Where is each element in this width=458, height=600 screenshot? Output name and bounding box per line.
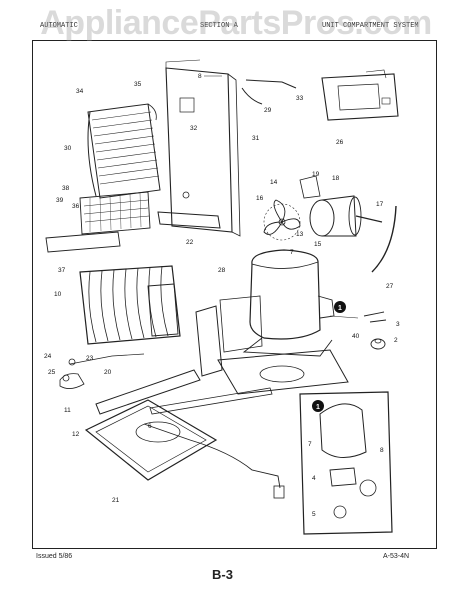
callout-37: 37 — [58, 267, 66, 274]
callout-17: 17 — [376, 201, 384, 208]
callout-18: 18 — [332, 175, 340, 182]
document-code: A-53-4N — [383, 553, 410, 560]
callout-13: 13 — [296, 231, 304, 238]
compressor-base — [217, 349, 349, 395]
callout-39: 39 — [56, 197, 64, 204]
callout-35: 35 — [134, 81, 142, 88]
inset-leader — [329, 315, 359, 319]
relay-inset — [299, 391, 393, 535]
callout-22: 22 — [186, 239, 194, 246]
rear-rail — [149, 387, 273, 415]
callout-4: 4 — [312, 475, 316, 482]
header-center: SECTION A — [200, 22, 238, 30]
fan-blade — [263, 199, 301, 241]
refrigerant-tube — [241, 79, 297, 105]
callout-7b: 7 — [308, 441, 312, 448]
lower-coil — [79, 191, 151, 235]
callout-29: 29 — [264, 107, 272, 114]
small-hardware — [59, 353, 145, 389]
plug — [273, 485, 285, 499]
callout-40: 40 — [352, 333, 360, 340]
svg-text:1: 1 — [338, 305, 342, 312]
callout-30: 30 — [64, 145, 72, 152]
control-box — [321, 69, 399, 121]
condenser-coil — [87, 103, 161, 199]
side-bracket — [195, 305, 223, 377]
callout-38: 38 — [62, 185, 70, 192]
callout-7: 7 — [290, 249, 294, 256]
fan-motor — [299, 175, 383, 237]
callout-5: 5 — [312, 511, 316, 518]
callout-16: 16 — [256, 195, 264, 202]
callout-23: 23 — [86, 355, 94, 362]
page-number: B-3 — [212, 567, 233, 582]
bullet-marker-main: 1 — [334, 301, 346, 313]
callout-27: 27 — [386, 283, 394, 290]
callout-19: 19 — [312, 171, 320, 178]
mounting-bracket — [45, 231, 121, 253]
issued-date: Issued 5/86 — [36, 553, 73, 560]
callout-20: 20 — [104, 369, 112, 376]
callout-32: 32 — [190, 125, 198, 132]
callout-11: 11 — [64, 407, 71, 414]
drain-tray-small — [157, 211, 221, 229]
drain-pan — [84, 399, 218, 481]
callout-14: 14 — [270, 179, 278, 186]
callout-12: 12 — [72, 431, 80, 438]
svg-text:1: 1 — [316, 404, 320, 411]
callout-3: 3 — [396, 321, 400, 328]
diagram-frame — [32, 40, 437, 549]
header-right: UNIT COMPARTMENT SYSTEM — [322, 22, 419, 30]
grommet-parts — [363, 311, 387, 350]
compressor — [242, 249, 335, 357]
callout-31: 31 — [252, 135, 260, 142]
header-left: AUTOMATIC — [40, 22, 78, 30]
callout-33: 33 — [296, 95, 304, 102]
callout-28: 28 — [218, 267, 226, 274]
callout-15: 15 — [314, 241, 322, 248]
callout-36: 36 — [72, 203, 80, 210]
evaporator — [79, 265, 181, 345]
mount-plate — [219, 295, 263, 353]
callout-6: 6 — [148, 423, 152, 430]
callout-10: 10 — [54, 291, 62, 298]
callout-2: 2 — [394, 337, 398, 344]
callout-25: 25 — [48, 369, 56, 376]
callout-26: 26 — [336, 139, 344, 146]
callout-labels: 35 34 30 38 39 36 37 10 24 25 23 20 11 1… — [44, 73, 400, 518]
bullet-marker-inset: 1 — [312, 400, 324, 412]
front-rail — [95, 369, 201, 415]
callout-34: 34 — [76, 88, 84, 95]
callout-8: 8 — [198, 73, 202, 80]
callout-24: 24 — [44, 353, 52, 360]
callout-21: 21 — [112, 497, 120, 504]
callout-8b: 8 — [380, 447, 384, 454]
rear-panel — [165, 59, 241, 237]
wire-harness — [143, 423, 281, 489]
power-cord — [371, 205, 397, 273]
